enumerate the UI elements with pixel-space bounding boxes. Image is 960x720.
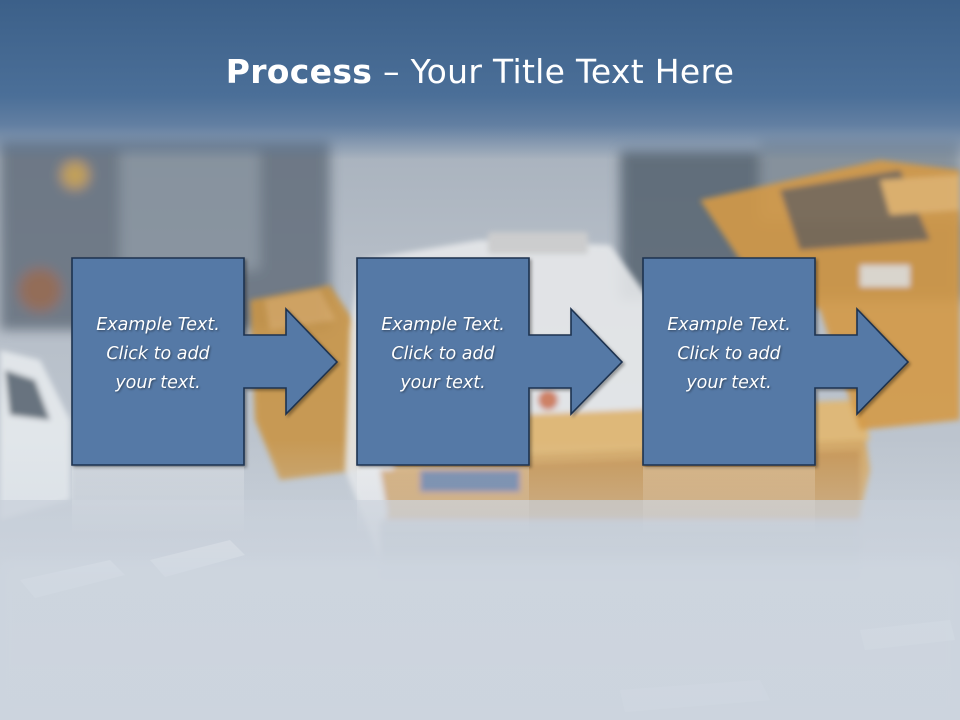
step-3-line-2: Click to add [677, 344, 781, 364]
step-2-line-3: your text. [400, 373, 486, 393]
step-2-line-2: Click to add [391, 344, 495, 364]
process-step-2[interactable] [356, 257, 624, 535]
step-3-line-3: your text. [686, 373, 772, 393]
step-1-text[interactable]: Example Text. Click to add your text. [72, 311, 244, 398]
step-1-arrow-shape [71, 257, 339, 466]
step-2-line-1: Example Text. [381, 315, 505, 335]
step-2-text[interactable]: Example Text. Click to add your text. [357, 311, 529, 398]
step-3-text[interactable]: Example Text. Click to add your text. [643, 311, 815, 398]
process-step-3[interactable] [642, 257, 910, 535]
step-2-reflection [357, 467, 529, 535]
step-1-line-2: Click to add [106, 344, 210, 364]
step-3-arrow-shape [642, 257, 910, 466]
title-banner [0, 0, 960, 160]
process-step-1[interactable] [71, 257, 339, 535]
slide-title[interactable]: Process – Your Title Text Here [0, 52, 960, 91]
step-3-line-1: Example Text. [667, 315, 791, 335]
step-2-arrow-shape [356, 257, 624, 466]
slide-title-rest: – Your Title Text Here [372, 52, 735, 91]
step-3-reflection [643, 467, 815, 535]
step-1-reflection [72, 467, 244, 535]
slide-title-bold: Process [225, 52, 373, 91]
step-1-line-1: Example Text. [96, 315, 220, 335]
step-1-line-3: your text. [115, 373, 201, 393]
